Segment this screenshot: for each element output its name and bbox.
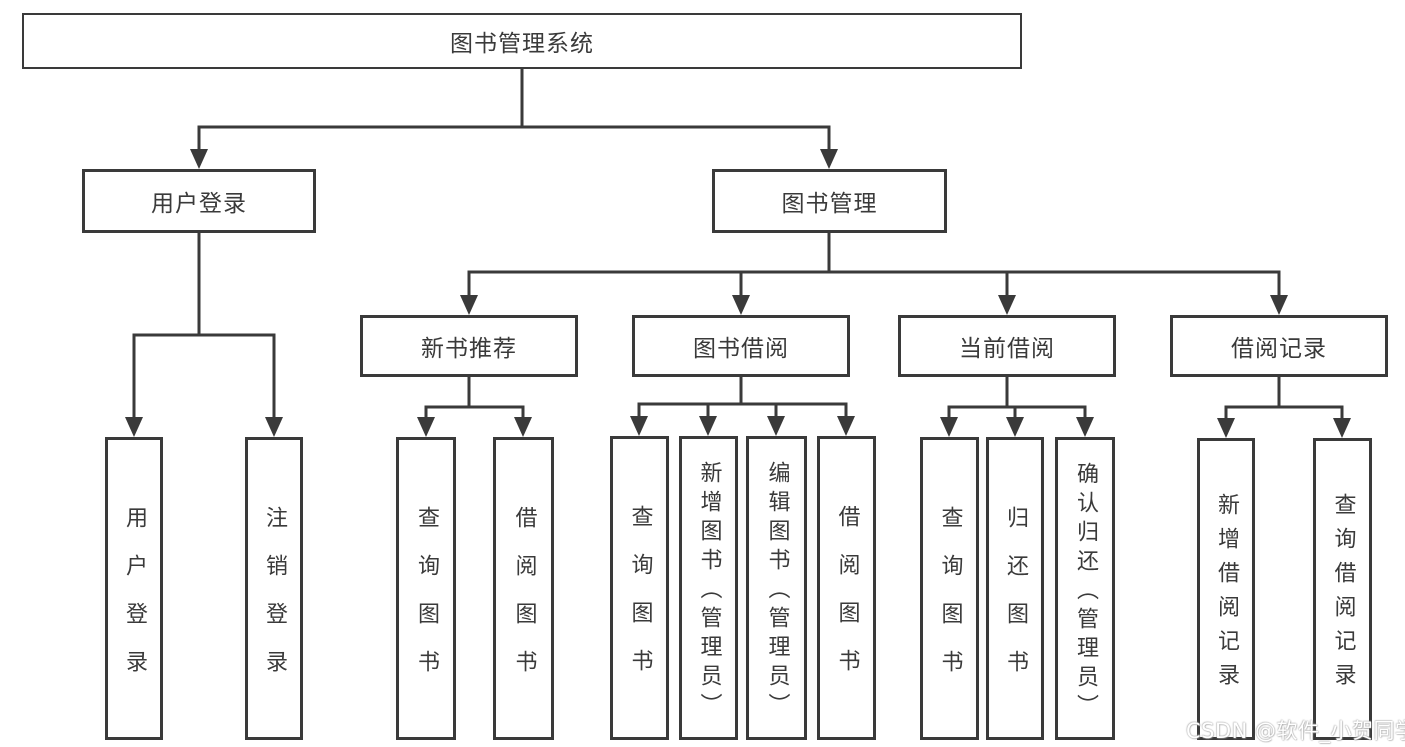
leaf-borrowing-borrow-books: 借阅图书	[817, 436, 876, 740]
node-label: 借阅记录	[1231, 336, 1327, 362]
node-borrowing-records: 借阅记录	[1170, 315, 1388, 377]
leaf-return-books: 归还图书	[986, 437, 1044, 740]
node-label: 新书推荐	[421, 336, 517, 362]
node-current-borrowing: 当前借阅	[898, 315, 1116, 377]
leaf-current-query-books: 查询图书	[920, 437, 979, 740]
node-label: 归还图书	[1003, 505, 1028, 698]
leaf-user-login: 用户登录	[105, 437, 163, 740]
leaf-add-books-admin: 新增图书（管理员）	[679, 436, 738, 740]
node-label: 查询图书	[937, 505, 963, 698]
leaf-recommend-query-books: 查询图书	[396, 437, 456, 740]
node-label: 确认归还（管理员）	[1073, 461, 1098, 723]
leaf-confirm-return-admin: 确认归还（管理员）	[1055, 437, 1115, 740]
leaf-query-borrow-record: 查询借阅记录	[1313, 438, 1372, 740]
node-user-login: 用户登录	[82, 169, 316, 233]
arrowheads	[125, 149, 1351, 438]
node-label: 编辑图书（管理员）	[764, 461, 790, 722]
leaf-edit-books-admin: 编辑图书（管理员）	[746, 436, 807, 740]
node-label: 图书借阅	[693, 336, 789, 362]
node-label: 图书管理	[781, 191, 878, 217]
node-book-management: 图书管理	[712, 169, 947, 233]
node-label: 查询图书	[414, 505, 439, 698]
node-label: 借阅图书	[834, 505, 860, 697]
node-label: 用户登录	[151, 191, 247, 217]
leaf-borrowing-query-books: 查询图书	[610, 436, 669, 740]
node-label: 图书管理系统	[450, 31, 594, 57]
leaf-add-borrow-record: 新增借阅记录	[1197, 438, 1255, 740]
csdn-watermark: CSDN @软件_小贺同学	[1186, 719, 1405, 743]
leaf-recommend-borrow-books: 借阅图书	[493, 437, 554, 740]
leaf-logout: 注销登录	[245, 437, 303, 740]
node-book-borrowing: 图书借阅	[632, 315, 850, 377]
node-label: 用户登录	[122, 505, 147, 698]
node-label: 当前借阅	[959, 336, 1055, 362]
node-new-book-recommend: 新书推荐	[360, 315, 578, 377]
node-label: 新增借阅记录	[1214, 493, 1239, 697]
node-label: 新增图书（管理员）	[696, 461, 722, 722]
node-library-management-system: 图书管理系统	[22, 13, 1022, 69]
node-label: 借阅图书	[511, 505, 537, 698]
node-label: 注销登录	[262, 505, 287, 698]
node-label: 查询图书	[627, 505, 653, 697]
node-label: 查询借阅记录	[1330, 493, 1356, 697]
